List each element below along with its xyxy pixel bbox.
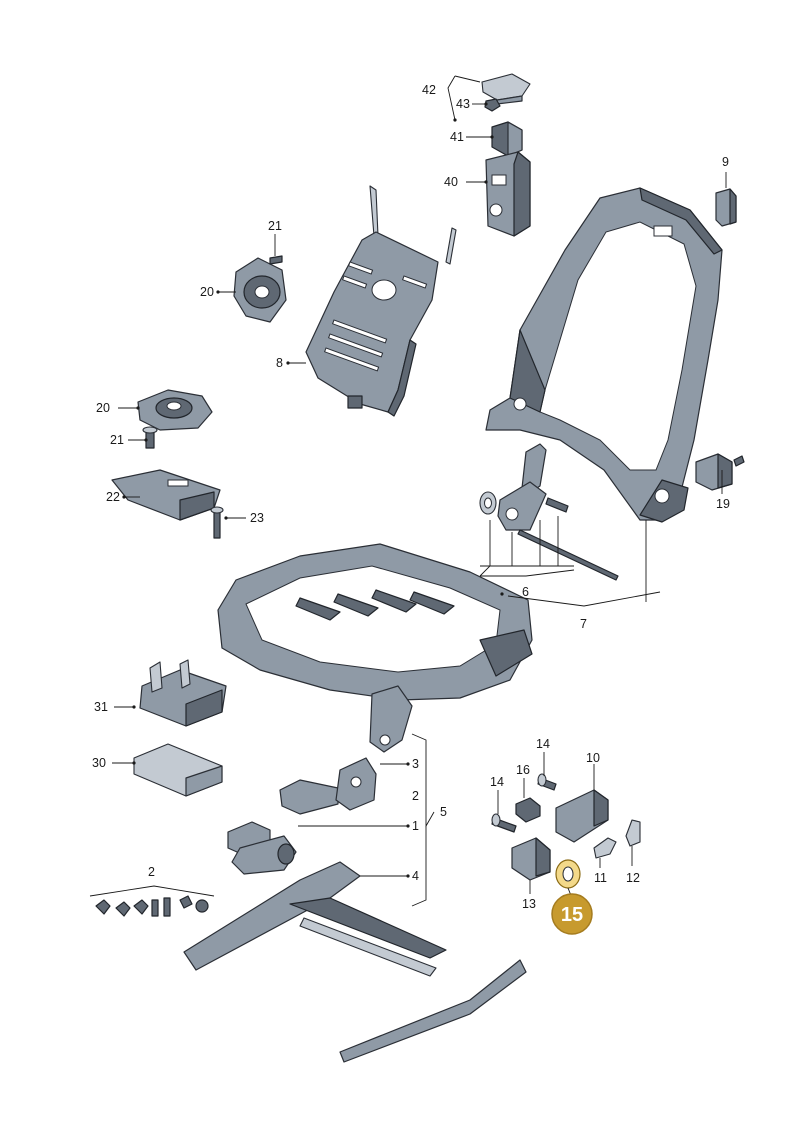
highlight-badge-15[interactable]: 15 — [551, 893, 593, 935]
switch-part-13[interactable] — [511, 837, 551, 881]
label-21-lower[interactable]: 21 — [110, 433, 124, 447]
knob-part-11[interactable] — [593, 837, 617, 859]
label-4[interactable]: 4 — [412, 869, 419, 883]
label-14-lower[interactable]: 14 — [490, 775, 504, 789]
label-16[interactable]: 16 — [516, 763, 530, 777]
seat-rail-part-4[interactable] — [183, 861, 527, 1063]
screw-part-21-upper[interactable] — [269, 255, 283, 265]
label-31[interactable]: 31 — [94, 700, 108, 714]
screw-part-14-lower[interactable] — [491, 813, 517, 833]
label-7[interactable]: 7 — [580, 617, 587, 631]
label-19[interactable]: 19 — [716, 497, 730, 511]
leader-dots — [122, 102, 504, 878]
highlight-badge-label: 15 — [561, 904, 583, 926]
motor-fan-part-20-lower[interactable] — [137, 389, 213, 431]
label-23[interactable]: 23 — [250, 511, 264, 525]
pin-part-23[interactable] — [210, 506, 224, 539]
shaft-part-6[interactable] — [517, 529, 619, 581]
label-40[interactable]: 40 — [444, 175, 458, 189]
label-11[interactable]: 11 — [594, 871, 607, 885]
bracket-part-22[interactable] — [111, 469, 221, 521]
label-20-upper[interactable]: 20 — [200, 285, 214, 299]
recliner-motor-part-6[interactable] — [497, 443, 547, 531]
bolt-part-6[interactable] — [545, 497, 569, 513]
label-6[interactable]: 6 — [522, 585, 529, 599]
label-10[interactable]: 10 — [586, 751, 600, 765]
label-5[interactable]: 5 — [440, 805, 447, 819]
clip-part-43[interactable] — [484, 98, 501, 112]
label-8[interactable]: 8 — [276, 356, 283, 370]
label-20-lower[interactable]: 20 — [96, 401, 110, 415]
screw-part-14-upper[interactable] — [537, 773, 557, 791]
label-30[interactable]: 30 — [92, 756, 106, 770]
motor-fan-part-20-upper[interactable] — [233, 257, 287, 323]
knob-part-12[interactable] — [625, 819, 641, 847]
label-2-motor[interactable]: 2 — [412, 789, 419, 803]
washer-part-6[interactable] — [479, 491, 497, 515]
leader-lines — [89, 75, 727, 907]
backrest-frame-part-7[interactable] — [485, 187, 723, 523]
label-21-upper[interactable]: 21 — [268, 219, 282, 233]
label-2-screws[interactable]: 2 — [148, 865, 155, 879]
part-labels: 42 43 41 40 9 21 20 8 20 21 22 23 19 6 7… — [92, 83, 730, 911]
connector-part-19[interactable] — [695, 453, 745, 491]
highlighted-part-15[interactable] — [555, 859, 581, 889]
label-9[interactable]: 9 — [722, 155, 729, 169]
lumbar-unit-part-40[interactable] — [485, 151, 531, 237]
label-43[interactable]: 43 — [456, 97, 470, 111]
adjust-motor-part-1[interactable] — [227, 821, 297, 875]
seat-pan-frame[interactable] — [217, 543, 533, 753]
switch-housing-part-10[interactable] — [555, 789, 609, 843]
height-motor-part-3[interactable] — [279, 757, 377, 815]
label-13[interactable]: 13 — [522, 897, 536, 911]
label-14-upper[interactable]: 14 — [536, 737, 550, 751]
label-42[interactable]: 42 — [422, 83, 436, 97]
label-1[interactable]: 1 — [412, 819, 419, 833]
cap-part-9[interactable] — [715, 188, 737, 227]
backrest-panel-part-8[interactable] — [305, 185, 457, 417]
control-module-part-30[interactable] — [133, 743, 223, 797]
lumbar-cover-part-42[interactable] — [481, 73, 531, 105]
switch-part-16[interactable] — [515, 797, 541, 823]
lumbar-bracket-part-41[interactable] — [491, 121, 523, 157]
screw-set-part-2[interactable] — [95, 895, 209, 917]
screw-part-21-lower[interactable] — [142, 426, 158, 449]
label-12[interactable]: 12 — [626, 871, 640, 885]
label-41[interactable]: 41 — [450, 130, 464, 144]
label-22[interactable]: 22 — [106, 490, 120, 504]
label-3[interactable]: 3 — [412, 757, 419, 771]
bracket-part-31[interactable] — [139, 659, 227, 727]
